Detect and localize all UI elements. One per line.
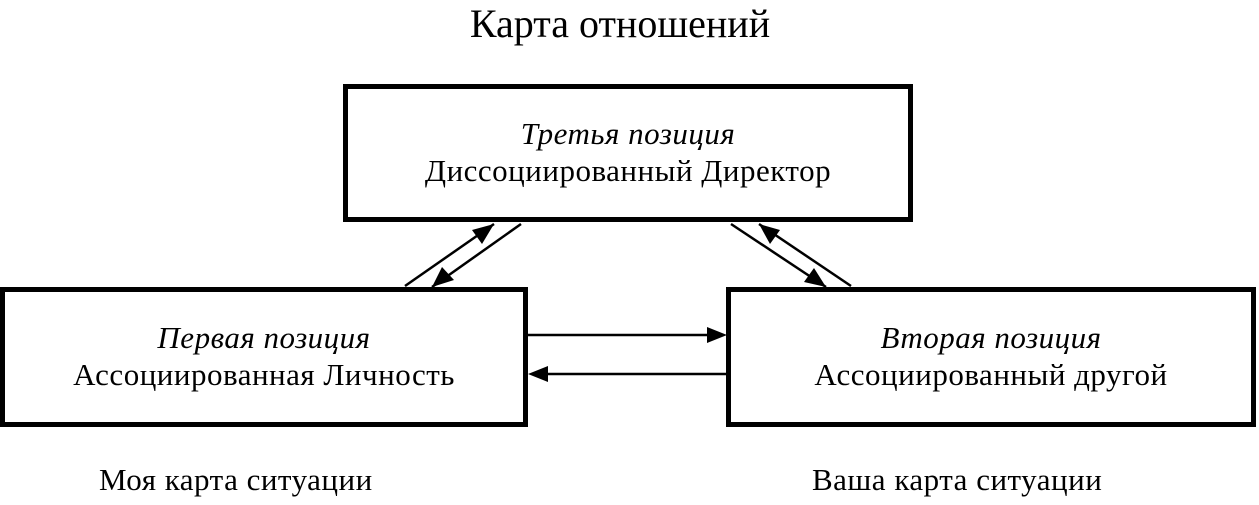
first-position-box: Первая позиция Ассоциированная Личность: [0, 287, 528, 427]
arrowhead-first-to-third: [472, 224, 494, 244]
third-position-label: Третья позиция: [520, 116, 736, 151]
arrowhead-second-to-third: [759, 224, 780, 244]
first-position-description: Ассоциированная Личность: [73, 357, 455, 392]
third-position-description: Диссоциированный Директор: [424, 153, 832, 188]
first-position-label: Первая позиция: [157, 320, 371, 355]
second-position-box: Вторая позиция Ассоциированный другой: [726, 287, 1256, 427]
my-map-caption: Моя карта ситуации: [99, 462, 373, 497]
second-position-label: Вторая позиция: [880, 320, 1102, 355]
arrowhead-third-to-first: [432, 267, 454, 287]
arrowhead-second-to-first: [528, 366, 548, 382]
second-position-description: Ассоциированный другой: [814, 357, 1168, 392]
your-map-caption: Ваша карта ситуации: [812, 462, 1103, 497]
arrowhead-third-to-second: [804, 268, 826, 287]
third-position-box: Третья позиция Диссоциированный Директор: [343, 84, 913, 222]
arrowhead-first-to-second: [707, 327, 727, 343]
diagram-title: Карта отношений: [469, 1, 771, 46]
